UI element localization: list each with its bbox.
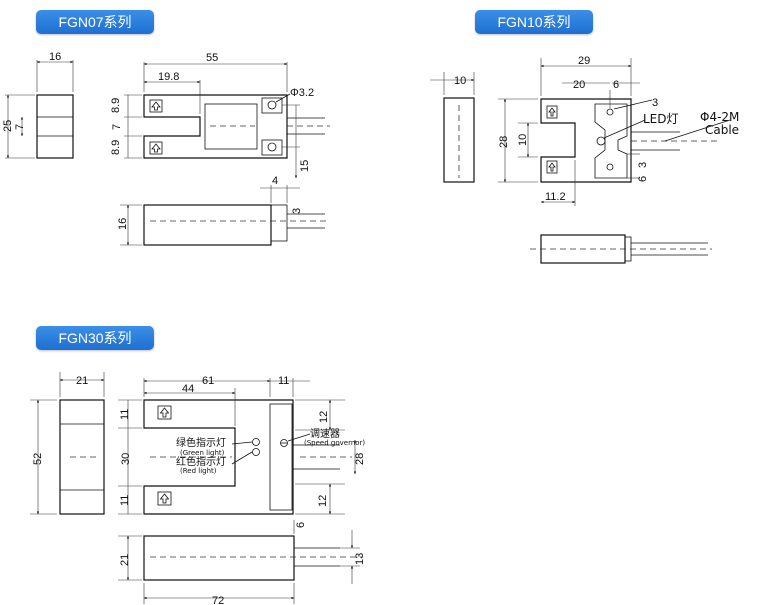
fgn30-dim-slot-depth: 44 — [182, 383, 194, 395]
fgn30-dim-right-bottom: 12 — [317, 495, 329, 507]
fgn07-dim-thickness: 16 — [117, 218, 129, 230]
fgn30-side-view: 21 52 — [30, 372, 105, 515]
fgn07-dim-slot: 7 — [111, 124, 123, 130]
up-arrow-icon — [151, 101, 161, 111]
fgn30-top-view: 6 21 13 72 — [118, 520, 366, 605]
fgn10-front-view: 29 20 6 3 LED灯 Φ4-2M Cable 28 10 11.2 — [498, 55, 739, 206]
fgn30-dim-side-height: 52 — [32, 453, 44, 465]
fgn30-dim-right-top: 12 — [318, 411, 330, 423]
fgn07-dim-length: 55 — [206, 52, 218, 64]
fgn30-front-view: 绿色指示灯 (Green light) 红色指示灯 (Red light) 调速… — [118, 375, 366, 515]
mount-hole-icon — [606, 108, 614, 116]
fgn07-dim-bottom: 8.9 — [110, 140, 122, 155]
fgn07-dim-slot-depth: 19.8 — [158, 71, 179, 83]
fgn07-dim-side-height: 25 — [2, 120, 14, 132]
fgn30-dim-side-width: 21 — [76, 375, 88, 387]
fgn30-dim-tab: 11 — [278, 375, 289, 387]
fgn30-dim-right-mid: 28 — [354, 453, 366, 465]
led-icon — [252, 438, 260, 446]
fgn10-cable-spec: Φ4-2M — [700, 110, 739, 124]
up-arrow-icon — [159, 493, 170, 504]
fgn30-red-en: (Red light) — [180, 467, 217, 475]
fgn10-dim-thickness: 10 — [454, 75, 466, 87]
led-icon — [596, 136, 606, 146]
fgn07-dim-cable: 3 — [291, 208, 303, 214]
mount-hole-icon — [267, 142, 277, 152]
up-arrow-icon — [548, 107, 556, 117]
fgn30-dim-total: 72 — [212, 595, 224, 605]
fgn10-group: 10 29 20 6 3 — [430, 55, 739, 264]
fgn07-front-view: 55 19.8 8.9 7 8.9 Φ3.2 15 — [110, 52, 330, 179]
fgn10-dim-slot: 10 — [517, 134, 529, 146]
fgn10-dim-slot-depth: 11.2 — [545, 191, 566, 203]
mount-hole-icon — [267, 100, 277, 110]
fgn30-dim-tab-small: 6 — [295, 522, 307, 528]
fgn07-dim-hole: Φ3.2 — [290, 87, 314, 99]
fgn07-top-view: 4 3 16 — [117, 175, 330, 246]
fgn07-dim-hole-spacing: 15 — [299, 160, 311, 172]
governor-icon — [280, 439, 288, 447]
mount-hole-icon — [606, 163, 614, 171]
fgn07-series-badge: FGN07系列 — [36, 10, 154, 34]
fgn30-green-en: (Green light) — [180, 449, 225, 457]
fgn30-dim-length: 61 — [202, 375, 214, 387]
fgn10-cable-label: Cable — [705, 123, 739, 137]
fgn30-gov-cn: 调速器 — [310, 428, 340, 440]
fgn10-top-view — [530, 234, 712, 264]
fgn07-dim-side-width: 16 — [49, 51, 61, 63]
fgn07-group: 16 25 7 55 — [2, 51, 330, 246]
fgn07-side-view: 16 25 7 — [2, 51, 74, 159]
fgn10-series-badge: FGN10系列 — [475, 10, 593, 34]
fgn10-dim-width: 29 — [578, 55, 590, 67]
fgn07-dim-tab: 4 — [272, 175, 278, 187]
fgn10-dim-tab: 6 — [613, 79, 619, 91]
fgn10-dim-offset-b: 6 — [637, 176, 649, 182]
fgn30-group: 21 52 绿色指示灯 (Gree — [30, 372, 366, 605]
up-arrow-icon — [151, 143, 161, 153]
fgn30-dim-slot: 30 — [120, 453, 132, 465]
fgn10-side-view: 10 — [430, 72, 475, 183]
fgn10-dim-inner: 20 — [573, 79, 585, 91]
fgn07-dim-side-slot: 7 — [14, 124, 26, 130]
led-icon — [252, 448, 260, 456]
up-arrow-icon — [159, 407, 170, 418]
fgn30-green-cn: 绿色指示灯 — [176, 436, 226, 449]
fgn30-red-cn: 红色指示灯 — [176, 455, 226, 468]
fgn10-dim-offset-a: 3 — [637, 162, 649, 168]
fgn10-dim-hole: 3 — [652, 97, 658, 109]
fgn30-dim-cable: 13 — [354, 553, 366, 565]
fgn30-dim-thickness: 21 — [119, 554, 131, 566]
fgn30-dim-top: 11 — [119, 409, 131, 420]
fgn07-dim-top: 8.9 — [110, 98, 122, 113]
fgn10-led-label: LED灯 — [643, 112, 679, 126]
fgn10-dim-height: 28 — [498, 136, 510, 148]
up-arrow-icon — [548, 162, 556, 172]
fgn30-gov-en: (Speed governor) — [304, 439, 365, 447]
fgn30-dim-bottom: 11 — [119, 495, 131, 506]
fgn30-series-badge: FGN30系列 — [36, 326, 154, 350]
